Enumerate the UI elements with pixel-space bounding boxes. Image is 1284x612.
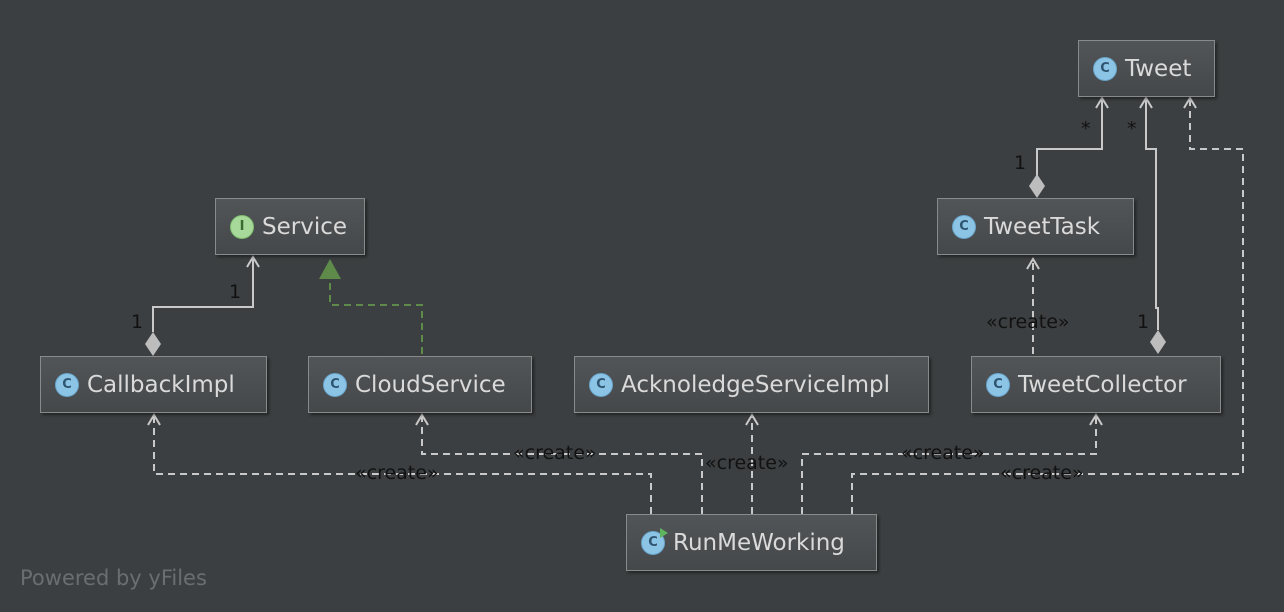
node-tweetcollector[interactable]: C TweetCollector [971,356,1221,413]
node-runmeworking[interactable]: C RunMeWorking [626,514,877,571]
runnable-class-icon: C [641,527,668,555]
node-label: CloudService [355,371,506,398]
edge-collector-tweet [1139,96,1166,354]
create-label: «create» [901,442,985,464]
node-label: RunMeWorking [673,529,845,556]
diamond-collector [1150,330,1166,354]
powered-by-footer: Powered by yFiles [20,566,207,590]
node-label: TweetCollector [1018,371,1187,398]
multiplicity-label: 1 [229,281,242,303]
multiplicity-label: 1 [1014,152,1027,174]
node-label: TweetTask [984,213,1101,240]
multiplicity-label: * [1127,118,1137,140]
node-callbackimpl[interactable]: C CallbackImpl [40,356,267,413]
edge-run-create-tweet [851,96,1244,514]
multiplicity-label: * [1081,118,1091,140]
node-label: Service [262,213,348,240]
edge-run-create-cloud [415,413,703,514]
edge-collector-create-tweettask [1026,257,1040,354]
edge-cloud-service-realization [319,259,423,354]
badge-letter: C [648,535,658,550]
class-icon: C [952,214,976,239]
node-acknoledgeserviceimpl[interactable]: C AcknoledgeServiceImpl [574,356,929,413]
node-cloudservice[interactable]: C CloudService [308,356,532,413]
edge-run-create-collector [801,413,1103,514]
class-icon: C [323,372,347,397]
diamond-tweettask [1029,174,1045,198]
diamond-callback [145,332,161,356]
multiplicity-label: 1 [131,311,144,333]
edge-tweettask-tweet [1029,96,1109,198]
class-icon: C [1093,56,1117,81]
create-label: «create» [355,462,439,484]
edge-run-create-ack [745,413,759,514]
edge-callback-service [145,255,260,356]
create-label: «create» [705,452,789,474]
node-tweet[interactable]: C Tweet [1078,40,1215,97]
node-label: CallbackImpl [87,371,235,398]
node-service[interactable]: I Service [215,198,365,255]
edge-run-create-callback [147,413,652,514]
create-label: «create» [513,442,597,464]
create-label: «create» [1000,462,1084,484]
node-label: Tweet [1125,55,1192,82]
class-icon: C [986,372,1010,397]
interface-icon: I [230,214,254,239]
class-icon: C [55,372,79,397]
node-tweettask[interactable]: C TweetTask [937,198,1134,255]
node-label: AcknoledgeServiceImpl [621,371,891,398]
multiplicity-label: 1 [1137,311,1150,333]
create-label: «create» [986,311,1070,333]
run-arrow-icon [660,527,668,538]
class-icon: C [589,372,613,397]
